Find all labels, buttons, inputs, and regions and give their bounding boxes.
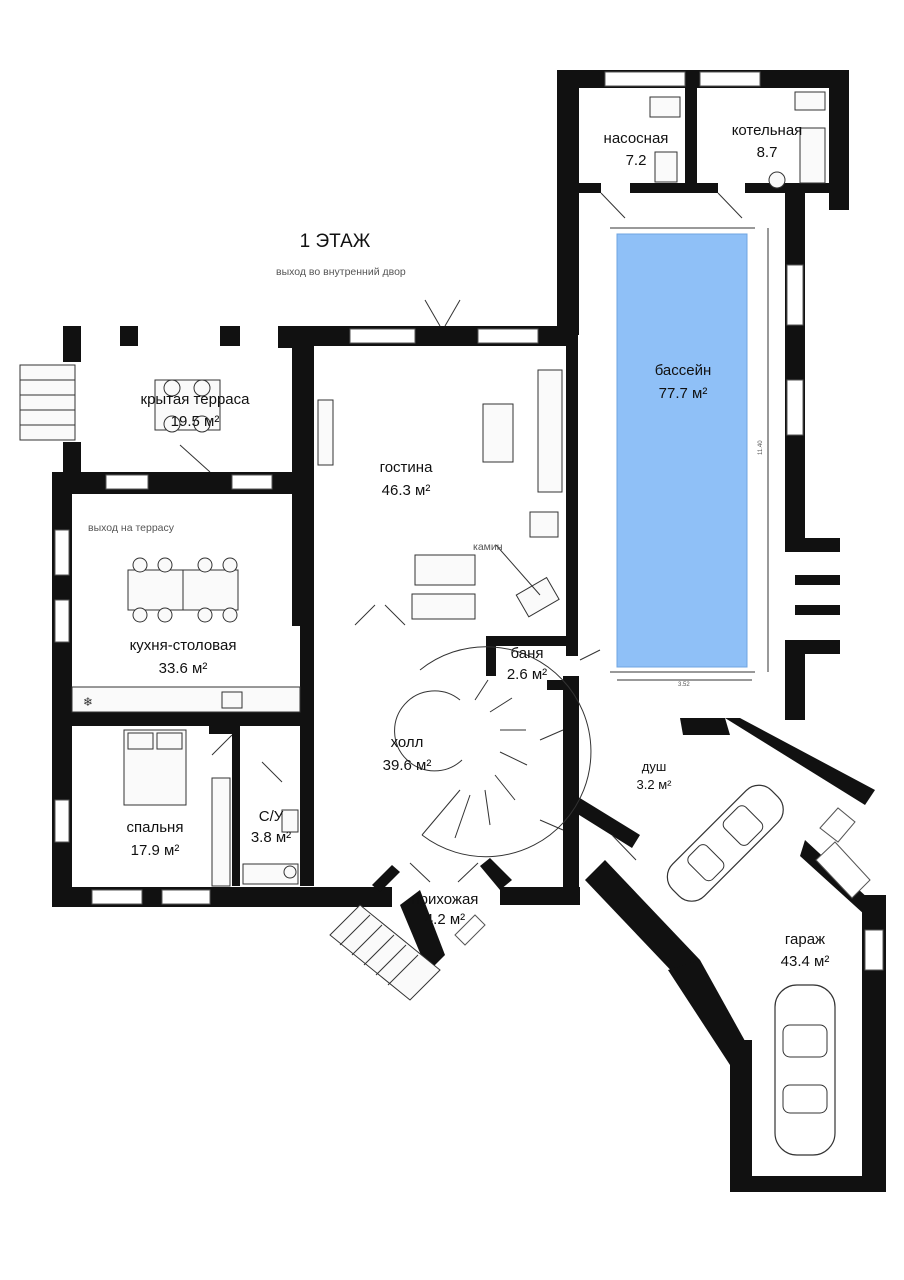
bedroom-area: 17.9 м²: [131, 842, 180, 859]
sauna-name: баня: [511, 645, 544, 662]
bathroom-area: 3.8 м²: [251, 829, 291, 846]
hall-area: 39.6 м²: [383, 757, 432, 774]
furniture: ❄: [19, 91, 836, 1156]
pool: 11.40 3.52: [610, 227, 769, 688]
sauna-area: 2.6 м²: [507, 666, 547, 683]
pool-name: бассейн: [655, 362, 712, 379]
pool-water: [616, 233, 748, 668]
pool-length-dimension: 11.40: [758, 440, 764, 455]
car-icon: [666, 784, 784, 902]
labels: 1 ЭТАЖ выход во внутренний двор выход на…: [88, 122, 829, 970]
shower-area: 3.2 м²: [637, 777, 673, 792]
garage-area: 43.4 м²: [781, 953, 830, 970]
floor-title: 1 ЭТАЖ: [300, 231, 371, 252]
boiler-room-name: котельная: [732, 122, 803, 139]
living-room-area: 46.3 м²: [382, 482, 431, 499]
covered-terrace-area: 19.5 м²: [171, 413, 220, 430]
entrance-area: 4.2 м²: [425, 911, 465, 928]
entrance-name: прихожая: [412, 891, 479, 908]
walls: [52, 70, 886, 1192]
kitchen-dining-name: кухня-столовая: [130, 637, 237, 654]
bathroom-name: С/У: [259, 808, 284, 825]
courtyard-exit-note: выход во внутренний двор: [276, 266, 406, 278]
bedroom-name: спальня: [127, 819, 184, 836]
hall-name: холл: [391, 734, 424, 751]
terrace-exit-note: выход на террасу: [88, 522, 175, 534]
covered-terrace-name: крытая терраса: [141, 391, 251, 408]
pool-area: 77.7 м²: [659, 385, 708, 402]
pump-room-name: насосная: [604, 130, 669, 147]
shower-name: душ: [642, 759, 667, 774]
garage-name: гараж: [785, 931, 825, 948]
kitchen-dining-area: 33.6 м²: [159, 660, 208, 677]
doors: [179, 192, 743, 883]
fireplace-note: камин: [473, 541, 503, 553]
fridge-icon: ❄: [83, 695, 93, 709]
car-icon: [774, 984, 836, 1156]
windows: [54, 71, 884, 971]
boiler-room-area: 8.7: [757, 144, 778, 161]
pump-room-area: 7.2: [626, 152, 647, 169]
living-room-name: гостина: [380, 459, 434, 476]
pool-width-dimension: 3.52: [678, 682, 690, 688]
